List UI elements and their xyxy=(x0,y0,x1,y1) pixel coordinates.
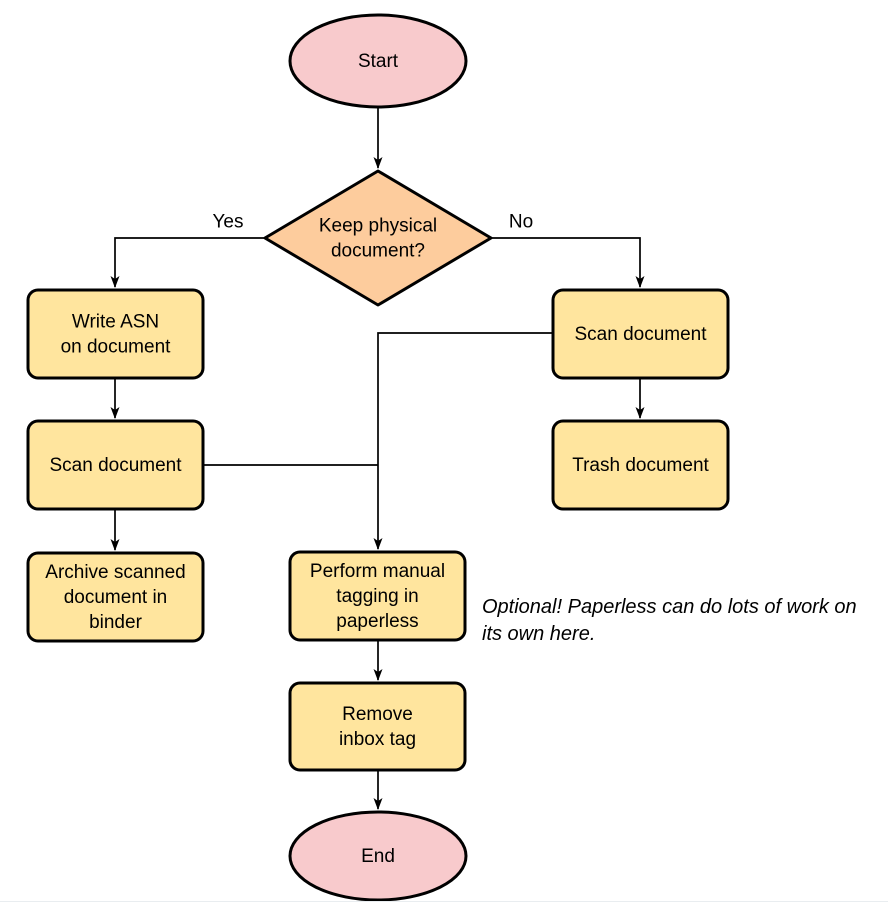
node-end: End xyxy=(288,810,468,902)
node-scan-document-left: Scan document xyxy=(26,419,205,511)
end-label: End xyxy=(361,846,395,867)
decision-keep-physical-shape xyxy=(263,169,493,307)
end-shape xyxy=(288,810,468,902)
remove-inbox-tag-shape xyxy=(288,681,467,772)
archive-scanned-shape xyxy=(26,551,205,643)
scan-document-left-label: Scan document xyxy=(49,455,182,476)
manual-tagging-shape xyxy=(288,550,467,642)
write-asn-shape xyxy=(26,288,205,380)
scan-document-right-shape xyxy=(551,288,730,380)
node-trash-document: Trash document xyxy=(551,419,730,511)
edge-label-yes: Yes xyxy=(213,212,244,233)
trash-document-label: Trash document xyxy=(572,455,709,476)
start-label: Start xyxy=(358,51,399,72)
annotation-line-1: Optional! Paperless can do lots of work … xyxy=(482,596,857,618)
annotation-note: Optional! Paperless can do lots of work … xyxy=(482,594,857,648)
scan-document-left-shape xyxy=(26,419,205,511)
edge-label-no: No xyxy=(509,212,533,233)
edge-scan-right-to-tagging xyxy=(373,332,553,550)
start-shape xyxy=(288,13,468,109)
scan-document-right-label: Scan document xyxy=(574,324,707,345)
node-start: Start xyxy=(288,13,468,109)
trash-document-shape xyxy=(551,419,730,511)
annotation-line-2: its own here. xyxy=(482,623,596,645)
edge-decision-no-to-scan-right xyxy=(491,237,645,288)
node-scan-document-right: Scan document xyxy=(551,288,730,380)
edge-decision-yes-to-write-asn xyxy=(110,237,265,288)
